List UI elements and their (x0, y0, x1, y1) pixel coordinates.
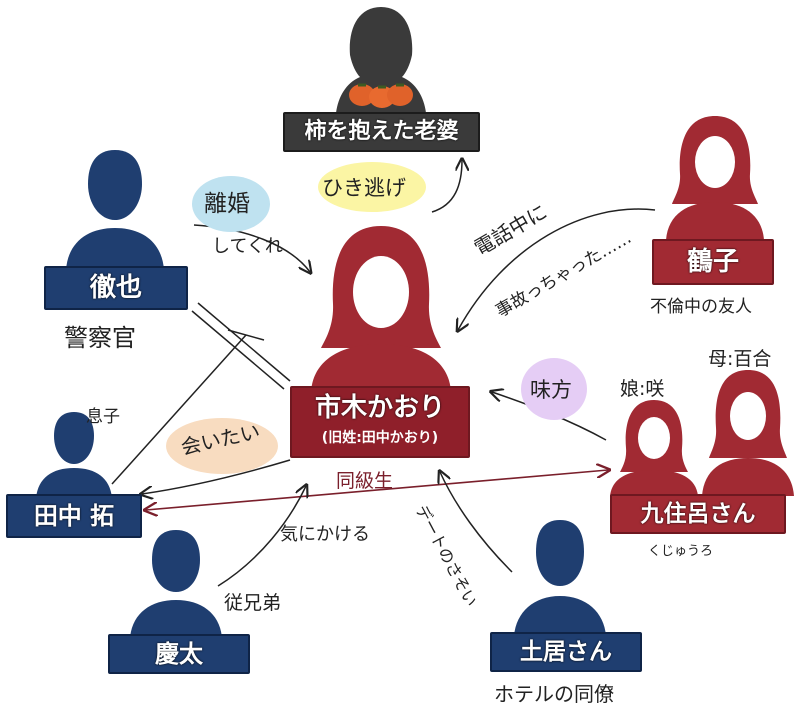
rikon-text-1: 離婚 (204, 191, 250, 217)
aitai-bubble (166, 418, 278, 474)
tetsuya-silhouette (66, 150, 164, 270)
rikon-text-2: してくれ (212, 236, 283, 257)
hikinige-text: ひき逃げ (322, 176, 406, 200)
keita-silhouette (130, 530, 222, 638)
mikata-bubble (521, 358, 587, 420)
tetsuya-note: 警察官 (64, 324, 136, 352)
yuri-note: 母:百合 (708, 348, 772, 370)
taku-note: 息子 (86, 407, 120, 427)
doukyuusei-text: 同級生 (336, 470, 394, 492)
doi-note: ホテルの同僚 (494, 682, 614, 706)
tetsuya-taku-crossbar (227, 329, 265, 341)
hikinige-bubble (318, 162, 426, 212)
saki-silhouette (610, 400, 698, 496)
tsuruko-label: 鶴子 (652, 239, 774, 285)
old-woman-silhouette (336, 7, 426, 113)
date-arrow (440, 472, 513, 573)
doi-label: 土居さん (490, 632, 642, 672)
taku-silhouette (36, 412, 112, 498)
tetsuya-label: 徹也 (44, 266, 188, 310)
mikata-text: 味方 (530, 378, 572, 402)
kinikakeru-arrow (217, 486, 306, 587)
doi-silhouette (514, 520, 606, 636)
divorce-line-a (197, 302, 291, 382)
kinikakeru-text: 気にかける (280, 524, 370, 545)
rikon-bubble (192, 176, 270, 232)
hikinige-arrow (431, 160, 462, 213)
tsuruko-note: 不倫中の友人 (650, 297, 752, 317)
denwa-arrow (458, 208, 656, 330)
taku-label: 田中 拓 (6, 494, 142, 538)
kuzumi-label: 九住呂さん (610, 494, 786, 534)
tsuruko-silhouette (666, 116, 764, 240)
tetsuya-taku-line (111, 334, 247, 485)
divorce-line-b (191, 310, 285, 390)
kuzumi-reading: くじゅうろ (648, 544, 714, 559)
keita-label: 慶太 (108, 634, 250, 674)
doukyuusei-arrow (146, 470, 608, 510)
old-woman-label: 柿を抱えた老婆 (283, 112, 480, 152)
saki-note: 娘:咲 (620, 378, 665, 400)
yuri-silhouette (702, 370, 794, 496)
kaori-silhouette (311, 226, 451, 392)
keita-note: 従兄弟 (224, 592, 282, 614)
kaori-label: 市木かおり (旧姓:田中かおり) (290, 386, 470, 458)
